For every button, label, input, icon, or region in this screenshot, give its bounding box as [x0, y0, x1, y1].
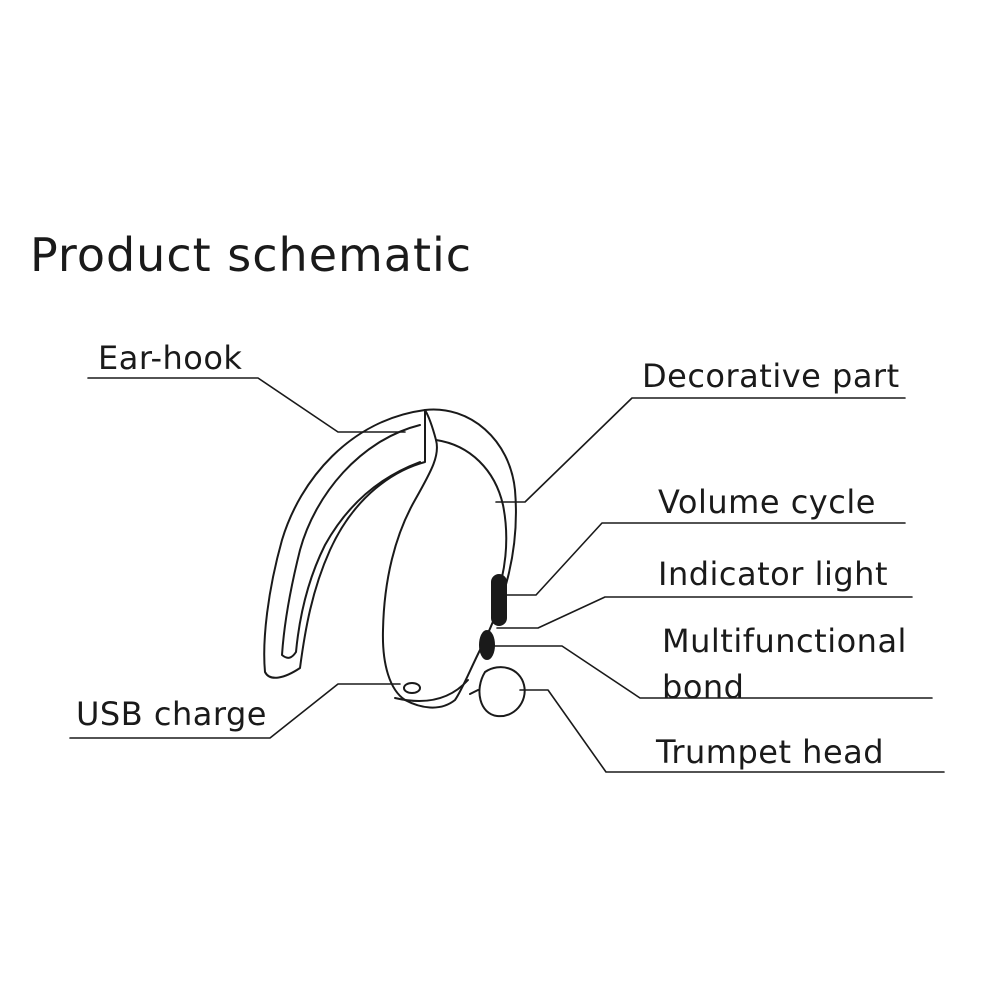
earpiece-body: [381, 408, 517, 709]
diagram-title: Product schematic: [30, 228, 473, 282]
label-trumpet-head: Trumpet head: [656, 733, 885, 771]
label-multifunctional-line1: Multifunctional: [662, 622, 907, 660]
trumpet-head-part: [469, 666, 526, 718]
leader-usb: [69, 683, 401, 739]
leader-multifunctional: [491, 645, 933, 699]
side-buttons: [479, 574, 507, 660]
leader-ear-hook: [87, 377, 406, 433]
label-multifunctional-bond: Multifunctional bond: [662, 618, 907, 710]
label-volume-cycle: Volume cycle: [658, 483, 876, 521]
leader-trumpet: [519, 689, 945, 773]
label-multifunctional-line2: bond: [662, 668, 745, 706]
label-decorative-part: Decorative part: [642, 357, 900, 395]
ear-hook-part: [263, 409, 426, 679]
label-indicator-light: Indicator light: [658, 555, 888, 593]
label-ear-hook: Ear-hook: [98, 339, 243, 377]
label-usb-charge: USB charge: [76, 695, 267, 733]
leader-decorative: [495, 397, 906, 503]
leader-indicator: [496, 596, 913, 629]
leader-volume: [505, 522, 906, 596]
usb-port: [403, 682, 421, 694]
leader-lines: [69, 377, 945, 773]
